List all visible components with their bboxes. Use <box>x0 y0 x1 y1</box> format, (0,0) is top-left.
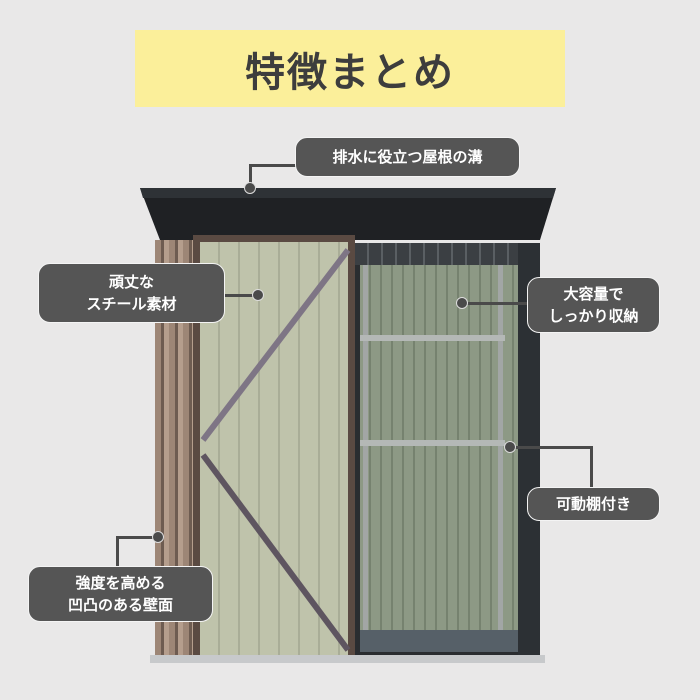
shelf-post <box>498 265 503 630</box>
wall-marker-dot <box>152 531 164 543</box>
callout-text: スチール素材 <box>86 295 177 313</box>
shed-right-frame <box>518 243 540 661</box>
shelf-post <box>363 265 368 630</box>
capacity-marker-dot <box>456 297 468 309</box>
shelf-marker-dot <box>504 441 516 453</box>
page-title: 特徴まとめ <box>135 30 565 107</box>
callout-text: 排水に役立つ屋根の溝 <box>332 148 483 166</box>
steel-marker-dot <box>252 289 264 301</box>
callout-steel-material: 頑丈な スチール素材 <box>38 263 225 323</box>
callout-wall-ridges: 強度を高める 凹凸のある壁面 <box>28 566 213 622</box>
callout-roof-groove: 排水に役立つ屋根の溝 <box>295 137 520 177</box>
roof-marker-dot <box>244 182 256 194</box>
callout-text: しっかり収納 <box>548 307 639 325</box>
callout-movable-shelf: 可動棚付き <box>527 487 660 521</box>
callout-capacity: 大容量で しっかり収納 <box>527 277 660 333</box>
callout-text: 強度を高める <box>75 574 166 592</box>
callout-text: 可動棚付き <box>555 495 631 513</box>
shed-interior <box>355 243 525 657</box>
callout-text: 大容量で <box>563 285 624 303</box>
callout-text: 頑丈な <box>108 273 154 291</box>
shelf <box>360 335 505 341</box>
shelf <box>360 440 505 446</box>
callout-text: 凹凸のある壁面 <box>67 596 173 614</box>
